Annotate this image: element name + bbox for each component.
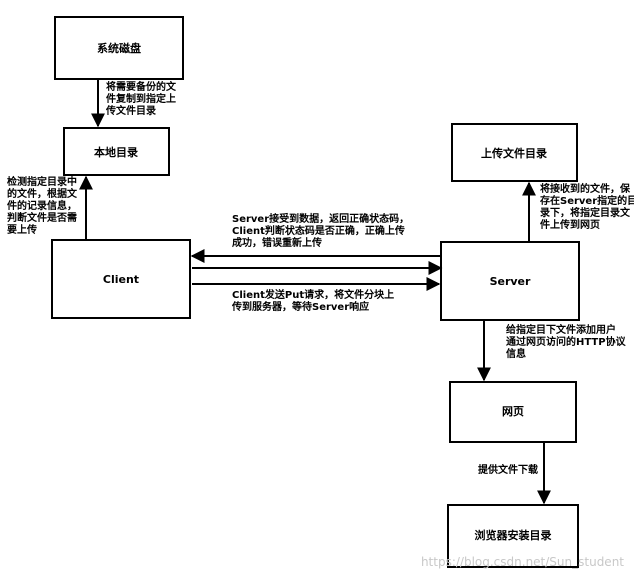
note-line: 要上传 — [7, 223, 37, 236]
note-line: 存在Server指定的目 — [540, 194, 634, 207]
note-line: 提供文件下载 — [478, 463, 538, 476]
note-client-to-local: 检测指定目录中的文件，根据文件的记录信息，判断文件是否需要上传 — [7, 175, 78, 236]
note-line: 将需要备份的文 — [106, 80, 177, 93]
local-dir-box: 本地目录 — [63, 127, 170, 176]
webpage-box: 网页 — [449, 381, 577, 443]
note-line: 给指定目下文件添加用户 — [506, 323, 616, 336]
note-line: 通过网页访问的HTTP协议 — [506, 335, 627, 348]
note-line: 的文件，根据文 — [7, 187, 78, 200]
note-server-to-web: 给指定目下文件添加用户通过网页访问的HTTP协议信息 — [506, 323, 627, 360]
note-line: 将接收到的文件，保 — [540, 182, 631, 195]
server-box: Server — [440, 241, 580, 321]
local-dir-label: 本地目录 — [94, 145, 138, 159]
note-line: 件复制到指定上 — [106, 92, 176, 105]
note-client-to-server: Client发送Put请求，将文件分块上传到服务器，等待Server响应 — [231, 288, 394, 313]
server-label: Server — [490, 275, 531, 288]
note-line: Client发送Put请求，将文件分块上 — [232, 288, 394, 301]
watermark: https://blog.csdn.net/Sun_student — [421, 555, 624, 569]
note-web-to-browser: 提供文件下载 — [478, 463, 538, 476]
note-server-to-client: Server接受到数据，返回正确状态码，Client判断状态码是否正确，正确上传… — [232, 212, 409, 249]
note-server-to-upload: 将接收到的文件，保存在Server指定的目录下，将指定目录文件上传到网页 — [540, 182, 634, 231]
webpage-label: 网页 — [502, 405, 524, 418]
note-line: Client判断状态码是否正确，正确上传 — [232, 224, 405, 237]
note-line: 检测指定目录中 — [7, 175, 77, 188]
browser-install-dir-box: 浏览器安装目录 — [447, 504, 579, 568]
note-line: 信息 — [506, 347, 526, 360]
note-line: 件的记录信息， — [7, 199, 77, 212]
system-disk-label: 系统磁盘 — [97, 41, 141, 55]
note-line: 件上传到网页 — [540, 218, 600, 231]
client-box: Client — [51, 239, 191, 319]
note-disk-to-local: 将需要备份的文件复制到指定上传文件目录 — [105, 80, 177, 117]
note-line: 成功，错误重新上传 — [232, 236, 322, 249]
note-line: 判断文件是否需 — [7, 211, 77, 224]
system-disk-box: 系统磁盘 — [54, 16, 184, 80]
note-line: 录下，将指定目录文 — [540, 206, 631, 219]
upload-dir-box: 上传文件目录 — [451, 123, 578, 182]
note-line: 传到服务器，等待Server响应 — [231, 300, 369, 313]
browser-install-dir-label: 浏览器安装目录 — [475, 528, 552, 542]
upload-dir-label: 上传文件目录 — [481, 146, 547, 160]
note-line: Server接受到数据，返回正确状态码， — [232, 212, 409, 225]
note-line: 传文件目录 — [105, 104, 156, 117]
client-label: Client — [103, 273, 139, 286]
